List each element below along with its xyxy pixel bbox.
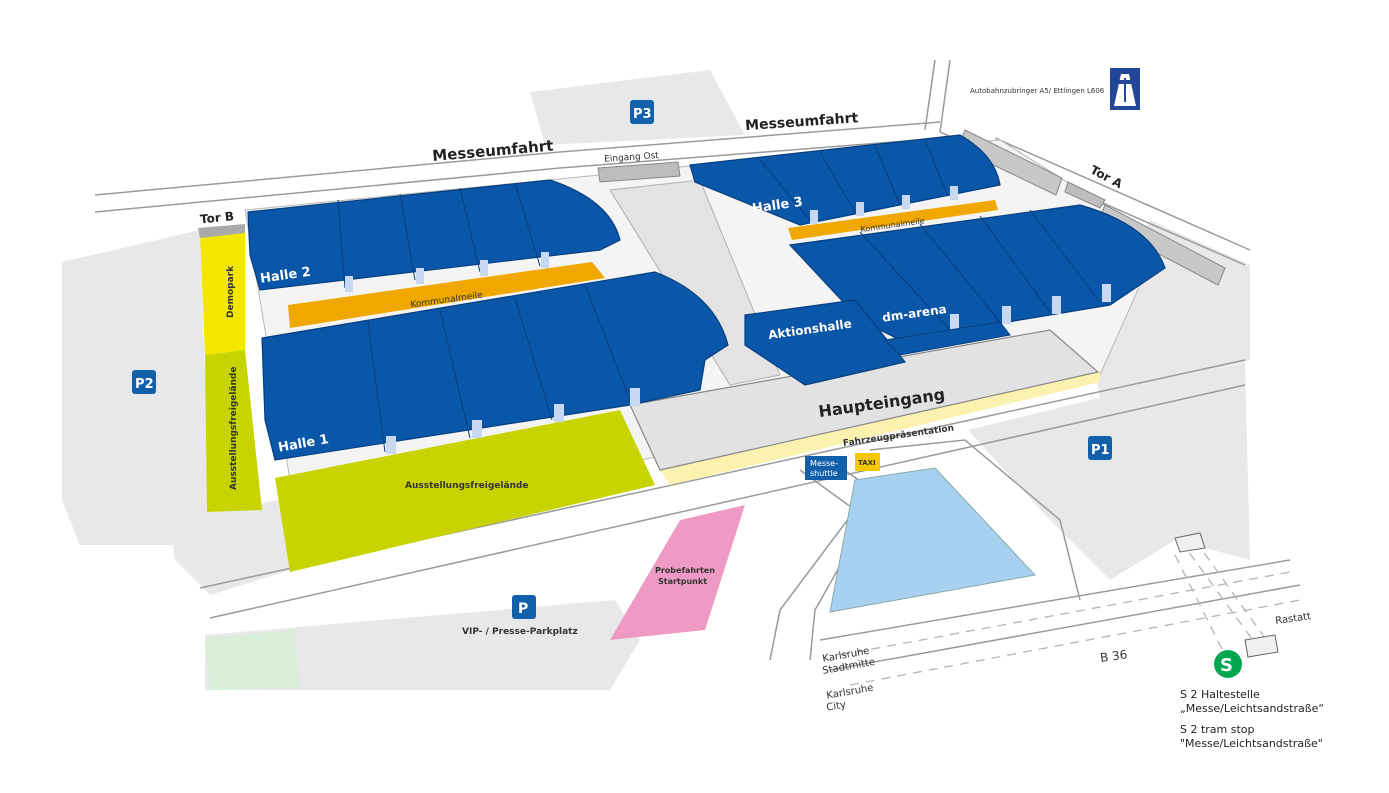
tram-station <box>1244 634 1279 658</box>
label-autobahn: Autobahnzubringer A5/ Ettlingen L606 <box>970 87 1105 95</box>
label-probefahrten-1: Probefahrten <box>655 566 715 575</box>
label-halle-3: Halle 3 <box>751 195 804 217</box>
taxi-badge: TAXI <box>855 453 880 471</box>
label-freigelaende-vertical: Ausstellungsfreigelände <box>229 367 239 490</box>
autobahn-icon <box>1110 68 1140 110</box>
parking-label-vip: P <box>518 601 528 617</box>
fahrzeug-area <box>660 370 1100 485</box>
halle-1 <box>261 271 729 461</box>
shuttle-line-2: shuttle <box>810 469 838 478</box>
parking-badge-p2: P2 <box>132 370 156 394</box>
b36-dashes <box>839 539 1301 686</box>
street-label-messeumfahrt-left: Messeumfahrt <box>432 137 554 166</box>
label-demopark: Demopark <box>226 265 236 318</box>
parking-label-p1: P1 <box>1091 443 1110 458</box>
shuttle-badge: Messe- shuttle <box>805 456 847 480</box>
label-probefahrten-2: Startpunkt <box>658 577 707 586</box>
parking-area-vip <box>205 600 640 690</box>
parking-badge-vip: P <box>512 595 536 619</box>
tram-shelter <box>1174 532 1206 553</box>
parking-area-west-lower <box>170 500 290 595</box>
aktionshalle-group <box>744 299 1011 386</box>
label-karlsruhe-city-2: City <box>826 699 847 713</box>
kommunalmeile-1 <box>288 262 605 328</box>
dm-arena-group <box>788 204 1166 341</box>
kommunalmeile-2 <box>788 200 998 240</box>
label-b36: B 36 <box>1099 647 1128 665</box>
tor-b-gate <box>198 224 245 238</box>
tram-s-icon: S <box>1214 650 1242 678</box>
green-area <box>205 630 300 690</box>
freigelaende-horizontal <box>275 410 655 572</box>
probefahrten-area <box>610 505 745 640</box>
label-eingang-ost: Eingang Ost <box>604 151 660 165</box>
halle-2 <box>247 179 621 291</box>
tram-label-de-2: „Messe/Leichtsandstraße“ <box>1180 702 1324 715</box>
label-karlsruhe-city-1: Karlsruhe <box>826 683 875 702</box>
label-tor-b: Tor B <box>199 209 234 226</box>
parking-badge-p3: P3 <box>630 100 654 124</box>
tram-s-letter: S <box>1220 655 1233 676</box>
dm-arena <box>788 204 1166 341</box>
haupteingang-building <box>629 329 1100 471</box>
aktionshalle-link <box>883 321 1011 356</box>
tram-label-de-1: S 2 Haltestelle <box>1180 688 1260 701</box>
freigelaende-vertical <box>205 350 262 512</box>
taxi-label: TAXI <box>858 459 876 467</box>
tram-label-en-2: "Messe/Leichtsandstraße" <box>1180 737 1323 750</box>
label-halle-2: Halle 2 <box>259 265 312 287</box>
halle-1-group <box>261 271 729 461</box>
parking-area-p1 <box>968 362 1250 580</box>
street-label-messeumfahrt-right: Messeumfahrt <box>745 110 859 134</box>
label-freigelaende-horizontal: Ausstellungsfreigelände <box>405 481 528 491</box>
halle-2-group <box>247 179 621 292</box>
label-rastatt: Rastatt <box>1275 611 1312 627</box>
tor-a-gate <box>1064 181 1106 209</box>
halle-3-group <box>689 134 1001 226</box>
shuttle-line-1: Messe- <box>810 459 838 468</box>
eingang-ost-gate <box>597 161 681 183</box>
demopark-area <box>200 228 245 355</box>
aktionshalle <box>744 299 907 386</box>
parking-badge-p1: P1 <box>1088 436 1112 460</box>
label-vip-parking: VIP- / Presse-Parkplatz <box>462 627 578 637</box>
lake <box>829 467 1036 613</box>
tram-label-en-1: S 2 tram stop <box>1180 723 1255 736</box>
parking-label-p3: P3 <box>633 107 652 122</box>
parking-label-p2: P2 <box>135 377 154 392</box>
